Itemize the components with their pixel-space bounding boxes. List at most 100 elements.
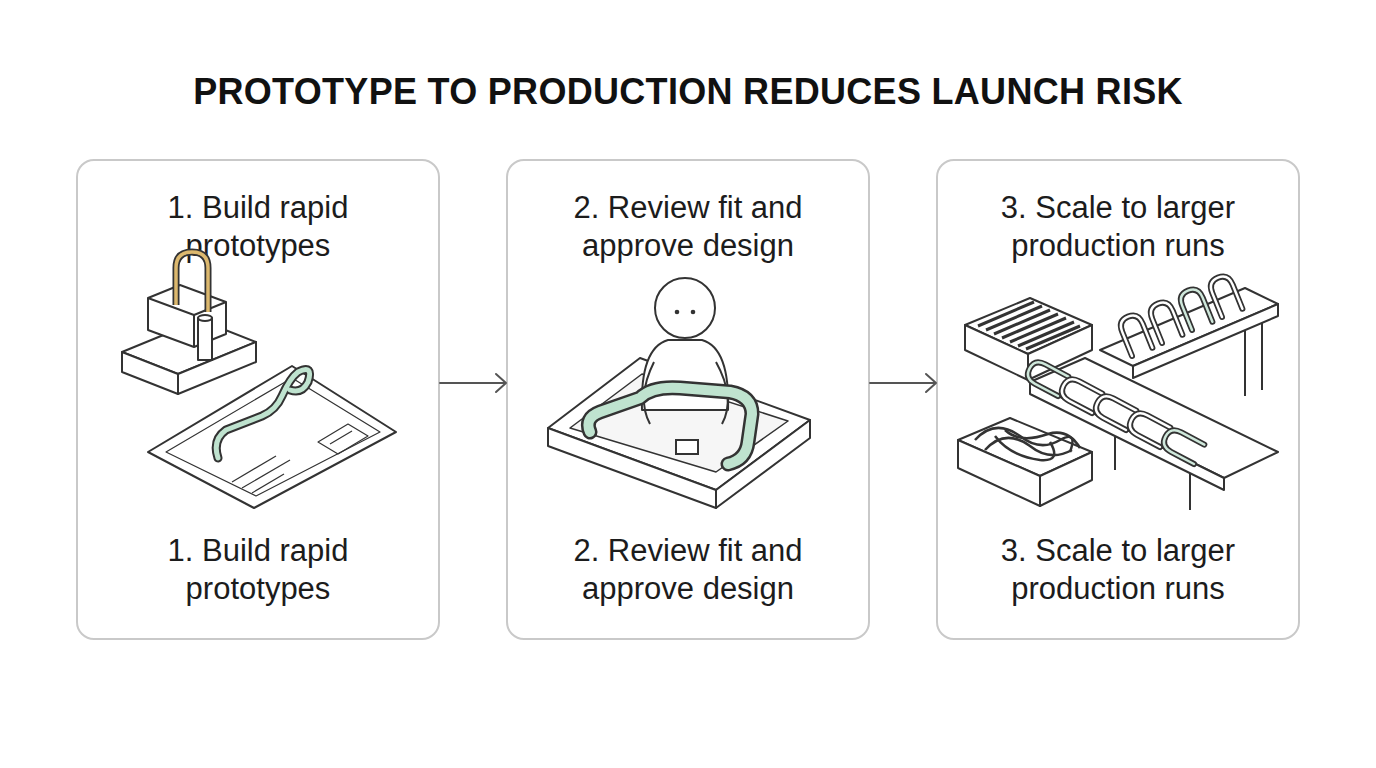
- blueprint-sheet-part: [242, 460, 290, 488]
- parts-bin-part: [1010, 318, 1066, 342]
- wire-parts-part: [1126, 410, 1170, 447]
- wire-parts-part: [1178, 287, 1213, 330]
- scrap-bin-part: [958, 418, 1092, 476]
- conveyor: [1030, 288, 1278, 510]
- step-heading: 3. Scale to larger production runs: [938, 189, 1298, 265]
- blueprint-sheet-part: [166, 378, 380, 496]
- conveyor-part: [1114, 432, 1116, 470]
- jig-illustration-part: [193, 315, 195, 347]
- jig-illustration-part: [176, 252, 208, 312]
- jig-illustration-part: [198, 318, 212, 360]
- jig-illustration-part: [176, 252, 208, 312]
- blueprint-sheet-part: [252, 474, 284, 493]
- parts-bin-part: [1028, 325, 1092, 380]
- scrap-bin-part: [985, 438, 1072, 455]
- parts-bin: [965, 298, 1092, 380]
- fit-tray-part: [570, 374, 788, 472]
- step-panel: 3. Scale to larger production runs 3. Sca…: [936, 159, 1300, 640]
- step-panel: 1. Build rapid prototypes 1. Build rapid …: [76, 159, 440, 640]
- wire-parts-part: [1148, 300, 1183, 343]
- parts-bin-part: [1002, 314, 1058, 338]
- wire-parts-part: [1126, 410, 1170, 447]
- scrap-bin-part: [1040, 452, 1092, 506]
- conveyor-part: [1100, 288, 1278, 366]
- blueprint-sheet-part: [232, 456, 276, 482]
- step-heading: 2. Review fit and approve design: [508, 189, 868, 265]
- reviewer-figure-part: [655, 278, 715, 338]
- parts-bin-part: [994, 310, 1050, 334]
- wire-parts-part: [1208, 274, 1243, 317]
- fit-channel: [588, 388, 752, 464]
- conveyor-part: [1189, 470, 1191, 510]
- diagram-title: PROTOTYPE TO PRODUCTION REDUCES LAUNCH R…: [0, 70, 1376, 114]
- conveyor-part: [1244, 318, 1246, 396]
- reviewer-figure-part: [691, 310, 696, 315]
- blueprint-sheet-part: [216, 370, 309, 458]
- conveyor-part: [1261, 312, 1263, 390]
- wire-parts-part: [1118, 313, 1153, 356]
- fit-tray-part: [548, 428, 716, 508]
- blueprint-sheet-part: [148, 366, 396, 508]
- fit-channel-part: [588, 388, 752, 464]
- parts-bin-part: [965, 298, 1092, 354]
- flow-arrow: [870, 374, 936, 392]
- scrap-bin: [958, 418, 1092, 506]
- wire-parts-part: [1148, 300, 1183, 343]
- jig-illustration: [122, 252, 256, 394]
- wire-parts-part: [1118, 313, 1153, 356]
- jig-illustration-part: [148, 298, 226, 315]
- reviewer-figure-part: [716, 362, 728, 424]
- scrap-bin-part: [975, 428, 1072, 452]
- blueprint-sheet: [148, 366, 396, 508]
- parts-bin-part: [1018, 322, 1074, 346]
- fit-channel-part: [676, 440, 698, 454]
- wire-parts: [1024, 274, 1242, 464]
- fit-tray-part: [716, 420, 810, 508]
- wire-parts-part: [1208, 274, 1243, 317]
- jig-illustration-part: [178, 342, 256, 394]
- parts-bin-part: [965, 325, 1028, 380]
- wire-parts-part: [1058, 376, 1102, 413]
- wire-parts-part: [1024, 359, 1068, 396]
- step-heading: 1. Build rapid prototypes: [78, 189, 438, 265]
- wire-parts-part: [1160, 427, 1204, 464]
- step-caption: 2. Review fit and approve design: [508, 532, 868, 608]
- reviewer-figure-part: [642, 340, 728, 410]
- step-caption: 1. Build rapid prototypes: [78, 532, 438, 608]
- jig-illustration-part: [122, 352, 178, 394]
- fit-channel-part: [588, 388, 752, 464]
- wire-parts-part: [1160, 427, 1204, 464]
- blueprint-sheet-part: [216, 370, 309, 458]
- scrap-bin-part: [1005, 430, 1080, 448]
- blueprint-sheet-part: [318, 424, 368, 454]
- conveyor-part: [1030, 382, 1224, 490]
- flow-arrow: [440, 374, 506, 392]
- jig-illustration-part: [148, 285, 226, 347]
- step-panel: 2. Review fit and approve design 2. Revie…: [506, 159, 870, 640]
- conveyor-part: [1030, 358, 1278, 478]
- scrap-bin-part: [995, 436, 1054, 460]
- wire-parts-part: [1058, 376, 1102, 413]
- wire-parts-part: [1092, 393, 1136, 430]
- parts-bin-part: [978, 302, 1034, 326]
- scrap-bin-part: [958, 440, 1040, 506]
- parts-bin-part: [1026, 326, 1080, 349]
- wire-parts-part: [1024, 359, 1068, 396]
- blueprint-sheet-part: [330, 431, 352, 444]
- fit-tray: [548, 358, 810, 508]
- step-caption: 3. Scale to larger production runs: [938, 532, 1298, 608]
- wire-parts-part: [1092, 393, 1136, 430]
- conveyor-part: [1133, 304, 1278, 378]
- reviewer-figure: [642, 278, 728, 424]
- jig-illustration-part: [122, 320, 256, 374]
- reviewer-figure-part: [644, 362, 654, 424]
- parts-bin-part: [986, 306, 1042, 330]
- reviewer-figure-part: [675, 310, 680, 315]
- wire-parts-part: [1178, 287, 1213, 330]
- jig-illustration-part: [198, 315, 212, 321]
- fit-tray-part: [548, 358, 810, 490]
